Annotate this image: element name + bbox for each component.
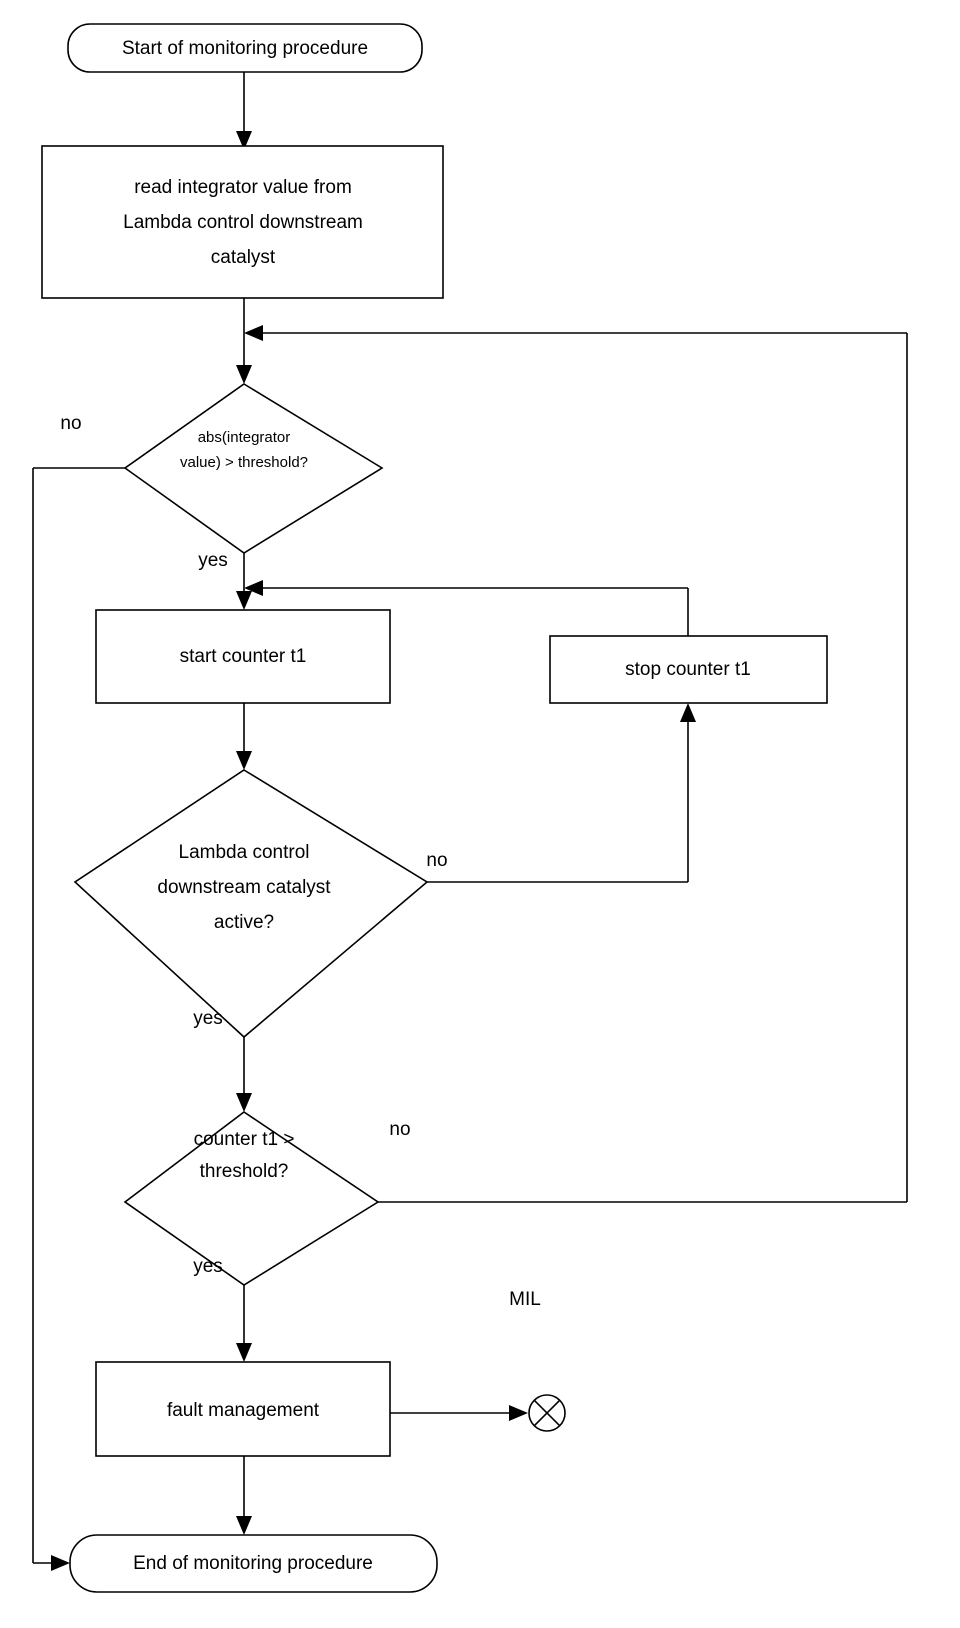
decision-lambda-label-line2: downstream catalyst <box>157 877 331 898</box>
mil-lamp-cross-b <box>533 1399 561 1427</box>
read-integrator-label-line1: read integrator value from <box>134 177 352 198</box>
start-terminator-shape <box>67 23 423 73</box>
stop-counter-shape <box>549 635 828 704</box>
decision-lambda-label-line3: active? <box>214 912 274 933</box>
edge-counter-yes-to-fault <box>236 1285 252 1362</box>
edge-start-to-read <box>236 72 252 150</box>
node-start-counter[interactable]: start counter t1 <box>95 609 391 704</box>
decision-counter-shape <box>123 1111 380 1286</box>
fault-management-label: fault management <box>167 1400 320 1421</box>
edge-label-counter-no: no <box>389 1119 410 1140</box>
edge-start-counter-to-lambda <box>236 703 252 770</box>
node-mil-lamp[interactable]: MIL <box>509 1289 566 1432</box>
decision-lambda-shape <box>73 769 429 1039</box>
edge-label-counter-yes: yes <box>193 1256 223 1277</box>
stop-counter-label: stop counter t1 <box>625 659 751 680</box>
read-integrator-label-line2: Lambda control downstream <box>123 212 363 233</box>
edge-label-abs-no: no <box>60 413 81 434</box>
end-terminator-shape <box>69 1534 438 1593</box>
edge-label-abs-yes: yes <box>198 550 228 571</box>
start-counter-shape <box>95 609 391 704</box>
decision-abs-shape <box>123 383 384 554</box>
node-decision-abs-threshold[interactable]: abs(integrator value) > threshold? <box>123 383 384 554</box>
decision-counter-label-line2: threshold? <box>200 1161 289 1182</box>
edge-label-lambda-no: no <box>426 850 447 871</box>
node-decision-counter-threshold[interactable]: counter t1 > threshold? <box>123 1111 380 1286</box>
edge-counter-no-feedback <box>244 325 908 1203</box>
fault-management-shape <box>95 1361 391 1457</box>
edge-label-lambda-yes: yes <box>193 1008 223 1029</box>
edge-fault-to-end <box>236 1456 252 1535</box>
node-end[interactable]: End of monitoring procedure <box>69 1534 438 1593</box>
start-counter-label: start counter t1 <box>180 646 307 667</box>
decision-counter-label-line1: counter t1 > <box>194 1129 295 1150</box>
edge-lambda-no-to-stop-counter <box>427 703 696 883</box>
edge-abs-no-to-end <box>32 467 125 1571</box>
decision-abs-label-line1: abs(integrator <box>198 429 291 446</box>
mil-label: MIL <box>509 1289 541 1310</box>
start-label: Start of monitoring procedure <box>122 38 368 59</box>
node-read-integrator[interactable]: read integrator value from Lambda contro… <box>41 145 444 299</box>
read-integrator-label-line3: catalyst <box>211 247 276 268</box>
node-fault-management[interactable]: fault management <box>95 1361 391 1457</box>
edge-lambda-yes-to-counter-decision <box>236 1037 252 1112</box>
edge-read-to-decision-abs <box>236 298 252 384</box>
node-decision-lambda-active[interactable]: Lambda control downstream catalyst activ… <box>73 769 429 1039</box>
edge-abs-yes-to-start-counter <box>236 553 252 610</box>
decision-abs-label-line2: value) > threshold? <box>180 454 308 471</box>
read-integrator-shape <box>41 145 444 299</box>
edge-fault-to-mil <box>390 1405 528 1421</box>
edge-stop-counter-feedback <box>244 580 689 636</box>
node-start[interactable]: Start of monitoring procedure <box>67 23 423 73</box>
end-label: End of monitoring procedure <box>133 1553 373 1574</box>
node-stop-counter[interactable]: stop counter t1 <box>549 635 828 704</box>
decision-lambda-label-line1: Lambda control <box>179 842 310 863</box>
